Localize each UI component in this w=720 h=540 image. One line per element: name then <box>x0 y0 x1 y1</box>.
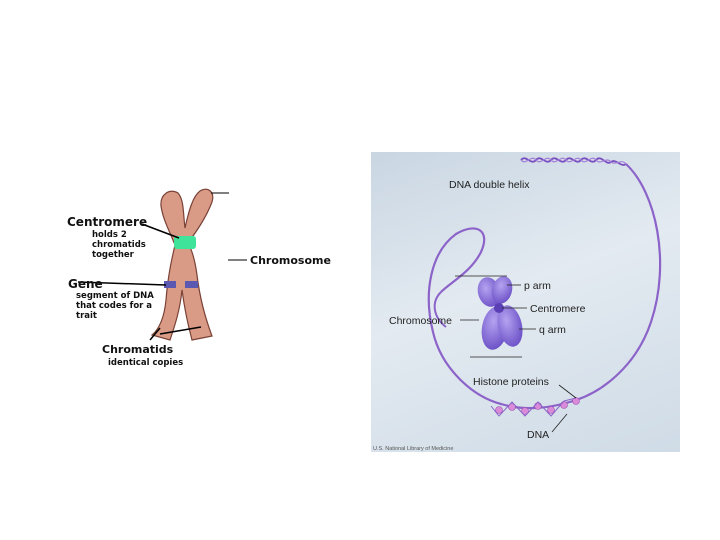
dna-strand <box>427 163 662 410</box>
centromere-desc-1: holds 2 <box>92 230 127 240</box>
x-chromosome <box>477 276 523 350</box>
dna-tail-left <box>433 291 447 328</box>
gene-desc-2: that codes for a <box>76 301 152 311</box>
chromatids-title: Chromatids <box>102 343 174 356</box>
credit-label: U.S. National Library of Medicine <box>373 446 453 452</box>
chromatids-pointer-line-1 <box>149 327 161 341</box>
chromatids-desc: identical copies <box>108 358 183 368</box>
gene-band-left <box>164 281 176 288</box>
dna-double-helix-label: DNA double helix <box>449 179 530 191</box>
dna-label: DNA <box>527 429 549 441</box>
gene-title: Gene <box>68 277 103 291</box>
chromosome-label-right: Chromosome <box>389 315 452 327</box>
centromere-blob <box>174 236 196 249</box>
centromere-title: Centromere <box>67 215 147 229</box>
gene-band-right <box>185 281 198 288</box>
dna-chromosome-illustration: DNA double helix p arm Centromere Chromo… <box>371 152 680 452</box>
gene-desc-1: segment of DNA <box>76 291 154 301</box>
centromere-label: Centromere <box>530 303 586 315</box>
centromere-desc-3: together <box>92 250 135 260</box>
gene-pointer-line <box>77 281 167 286</box>
histone-line <box>558 384 577 399</box>
dna-zigzag <box>490 397 577 417</box>
gene-desc-3: trait <box>76 311 97 321</box>
q-arm-label: q arm <box>539 324 566 336</box>
dna-line <box>551 413 568 433</box>
p-arm-label: p arm <box>524 280 551 292</box>
double-helix-strand-b <box>520 157 627 165</box>
centromere-desc-2: chromatids <box>92 240 146 250</box>
centromere-pointer-line <box>141 223 180 239</box>
chromatids-pointer-line-2 <box>159 326 202 335</box>
chromosome-body <box>150 188 214 341</box>
chromosome-label: Chromosome <box>250 254 331 267</box>
histone-proteins-label: Histone proteins <box>473 376 549 388</box>
chromosome-diagram: Centromere holds 2 chromatids together C… <box>67 188 331 368</box>
